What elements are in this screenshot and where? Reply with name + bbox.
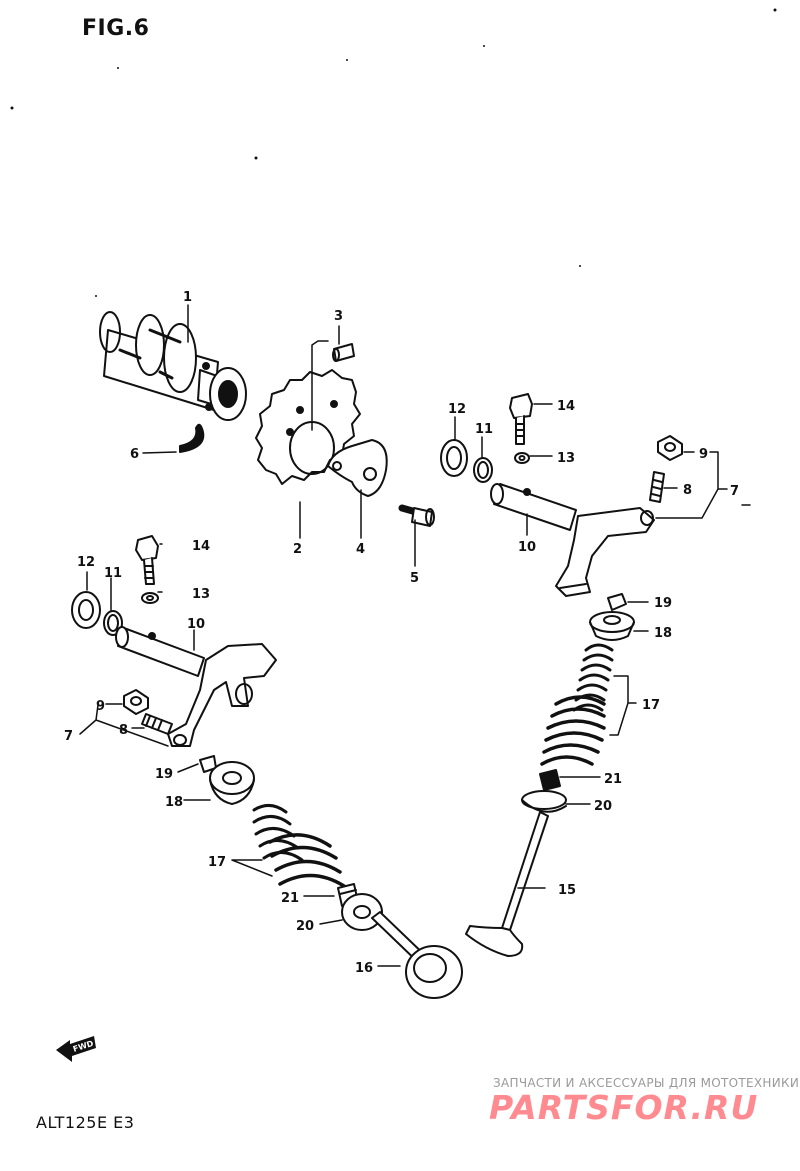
callout-3: 3: [334, 309, 343, 324]
callout-9-upper: 9: [699, 447, 708, 462]
exhaust-valve-part: [465, 811, 549, 957]
upper-washer-part: [514, 452, 530, 464]
left-rocker-bolt-part: [135, 535, 159, 585]
left-rocker-shaft-part: [115, 626, 205, 677]
forward-direction-badge: FWD: [56, 1036, 96, 1062]
callout-11-upper: 11: [475, 422, 493, 437]
left-spring-retainer-part: [209, 761, 255, 805]
upper-rocker-shaft-part: [490, 483, 577, 531]
callout-4: 4: [356, 542, 365, 557]
upper-o-ring-part: [473, 457, 493, 483]
callout-13-left: 13: [192, 587, 210, 602]
watermark-tagline: ЗАПЧАСТИ И АКСЕССУАРЫ ДЛЯ МОТОТЕХНИКИ: [493, 1076, 800, 1090]
upper-adjust-screw-part: [649, 471, 665, 503]
callout-7-left: 7: [64, 729, 73, 744]
callout-13-upper: 13: [557, 451, 575, 466]
upper-spring-retainer-part: [589, 611, 635, 641]
dowel-pin-part: [332, 343, 355, 362]
left-adjust-nut-part: [123, 689, 149, 715]
left-outer-spring-part: [268, 833, 346, 888]
upper-gasket-part: [440, 439, 468, 477]
callout-14-upper: 14: [557, 399, 575, 414]
callout-10-left: 10: [187, 617, 205, 632]
clip-part: [179, 423, 205, 453]
upper-outer-spring-part: [540, 695, 606, 766]
callout-10-upper: 10: [518, 540, 536, 555]
callout-9-left: 9: [96, 699, 105, 714]
callout-8-left: 8: [119, 723, 128, 738]
callout-12-upper: 12: [448, 402, 466, 417]
sprocket-plate-part: [327, 439, 388, 497]
left-spring-seat-part: [341, 893, 383, 931]
scan-specks: [10, 8, 777, 297]
left-o-ring-part: [103, 610, 123, 636]
callout-5: 5: [410, 571, 419, 586]
callout-20-right: 20: [594, 799, 612, 814]
callout-19-right: 19: [654, 596, 672, 611]
callout-21-right: 21: [604, 772, 622, 787]
sprocket-bolt-part: [398, 504, 435, 527]
callout-18-left: 18: [165, 795, 183, 810]
callout-16: 16: [355, 961, 373, 976]
upper-rocker-arm-part: [555, 507, 655, 597]
callout-1: 1: [183, 290, 192, 305]
upper-inner-spring-part: [572, 643, 614, 712]
watermark-brand: PARTSFOR.RU: [489, 1088, 759, 1127]
callout-17-right: 17: [642, 698, 660, 713]
upper-adjust-nut-part: [657, 435, 683, 461]
figure-title: FIG.6: [82, 16, 150, 41]
left-inner-spring-part: [252, 804, 304, 862]
callout-19-left: 19: [155, 767, 173, 782]
callout-7-upper: 7: [730, 484, 739, 499]
left-rocker-arm-part: [167, 643, 277, 747]
callout-6: 6: [130, 447, 139, 462]
leader-lines: [79, 304, 751, 967]
callout-21-left: 21: [281, 891, 299, 906]
left-gasket-part: [71, 591, 101, 629]
callout-18-right: 18: [654, 626, 672, 641]
upper-valve-cotter-part: [607, 593, 627, 611]
callout-17-left: 17: [208, 855, 226, 870]
left-adjust-screw-part: [141, 713, 173, 735]
upper-rocker-bolt-part: [509, 393, 533, 445]
callout-numbers: 1 2 3 4 5 6 12 11 14 13 10 9 8 7 19 18 1…: [64, 290, 739, 976]
intake-valve-part: [371, 911, 463, 999]
callout-12-left: 12: [77, 555, 95, 570]
camshaft-part: [99, 311, 247, 421]
callout-15: 15: [558, 883, 576, 898]
callout-2: 2: [293, 542, 302, 557]
upper-valve-seal-part: [539, 769, 561, 791]
callout-8-upper: 8: [683, 483, 692, 498]
model-code: ALT125E E3: [36, 1113, 135, 1132]
left-washer-part: [141, 592, 159, 604]
upper-spring-seat-part: [521, 790, 567, 813]
callout-11-left: 11: [104, 566, 122, 581]
callout-14-left: 14: [192, 539, 210, 554]
callout-20-left: 20: [296, 919, 314, 934]
